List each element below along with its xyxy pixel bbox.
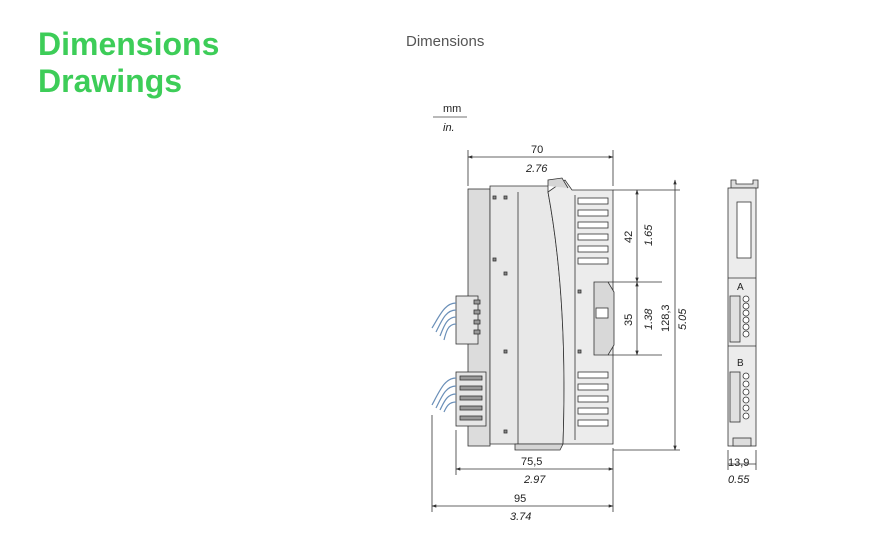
dim-height-total-mm: 128,3 — [660, 304, 672, 332]
dim-width-mid-in: 2.97 — [523, 474, 546, 486]
cable-wires — [431, 302, 457, 413]
side-view — [455, 177, 615, 451]
dim-width-total-mm: 95 — [514, 493, 526, 505]
unit-in-label: in. — [443, 122, 455, 134]
dim-height-rail-in: 1.38 — [643, 308, 655, 330]
drawing-title: Dimensions — [406, 33, 485, 50]
dim-height-rail-mm: 35 — [623, 314, 635, 326]
dim-width-top-mm: 70 — [531, 144, 543, 156]
dimension-labels: 70 2.76 75,5 2.97 95 3.74 42 1.65 35 1.3… — [510, 144, 750, 523]
front-view-label-b: B — [737, 358, 744, 369]
dim-height-total-in: 5.05 — [677, 308, 689, 330]
section-heading-line1: Dimensions — [38, 26, 220, 62]
dim-front-width-in: 0.55 — [728, 474, 750, 486]
section-heading: Dimensions Drawings — [38, 26, 219, 100]
dim-width-total-in: 3.74 — [510, 511, 531, 523]
dim-height-upper-mm: 42 — [623, 231, 635, 243]
front-view-label-a: A — [737, 282, 744, 293]
dim-height-upper-in: 1.65 — [643, 224, 655, 246]
front-view — [727, 179, 759, 447]
unit-legend: mm in. — [433, 103, 467, 134]
dim-width-top-in: 2.76 — [525, 163, 548, 175]
dim-width-mid-mm: 75,5 — [521, 456, 542, 468]
unit-mm-label: mm — [443, 103, 461, 115]
dimension-lines — [431, 150, 757, 512]
section-heading-line2: Drawings — [38, 63, 183, 99]
dim-front-width-mm: 13,9 — [728, 457, 749, 469]
